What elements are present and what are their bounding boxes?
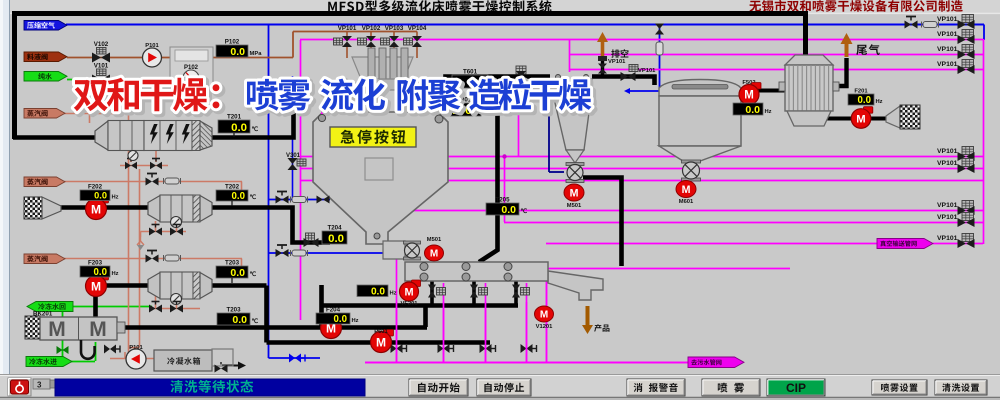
svg-text:0.0: 0.0 [94,191,107,201]
svg-text:M: M [744,90,754,102]
svg-text:M501: M501 [427,237,442,243]
svg-text:℃: ℃ [250,271,257,278]
svg-text:0.0: 0.0 [371,287,385,298]
svg-text:VP101: VP101 [937,16,958,23]
svg-text:VP101: VP101 [937,160,958,167]
svg-text:Hz: Hz [352,318,359,324]
svg-text:P301: P301 [457,97,472,104]
svg-text:0.0: 0.0 [230,46,245,58]
svg-text:Hz: Hz [390,291,397,297]
svg-text:M: M [48,318,66,341]
svg-text:VP101: VP101 [338,25,357,32]
svg-text:F203: F203 [88,260,103,267]
svg-text:0.0: 0.0 [334,314,347,325]
svg-text:P601: P601 [374,329,388,335]
svg-text:3: 3 [37,381,42,390]
svg-text:F204: F204 [326,307,341,314]
svg-text:℃: ℃ [521,208,528,215]
svg-text:M601: M601 [679,199,694,205]
svg-text:VP102: VP102 [362,25,381,32]
svg-text:0.0: 0.0 [858,95,871,106]
svg-text:0.0: 0.0 [745,104,760,116]
svg-text:0.0: 0.0 [231,122,247,134]
svg-text:T203: T203 [226,307,241,314]
svg-text:T201: T201 [227,114,242,121]
svg-text:0.0: 0.0 [232,314,247,326]
svg-text:M: M [91,279,101,293]
svg-text:VP101: VP101 [937,202,958,209]
svg-text:M: M [682,184,691,196]
svg-text:M: M [856,114,865,126]
svg-text:VP101: VP101 [937,148,958,155]
svg-text:M: M [570,187,579,199]
svg-text:T205: T205 [495,197,510,204]
svg-text:VP101: VP101 [937,214,958,221]
svg-text:0.0: 0.0 [94,267,107,278]
svg-text:V101: V101 [94,63,109,70]
svg-text:T601: T601 [463,69,478,76]
svg-text:P101: P101 [145,43,159,49]
svg-text:0.0: 0.0 [328,233,344,245]
svg-text:V102: V102 [94,41,109,48]
svg-text:VF201: VF201 [400,301,418,307]
svg-text:VP103: VP103 [385,25,404,32]
svg-text:Hz: Hz [112,195,119,201]
svg-text:℃: ℃ [252,126,259,133]
svg-text:T204: T204 [327,225,342,232]
svg-text:VP101: VP101 [638,68,656,74]
svg-text:F502: F502 [742,80,755,86]
svg-text:M501: M501 [567,203,582,209]
svg-text:T202: T202 [225,184,240,191]
svg-text:VP104: VP104 [408,25,427,32]
svg-text:P102: P102 [225,39,240,46]
svg-text:0.0: 0.0 [230,267,245,279]
svg-text:Hz: Hz [112,271,119,277]
svg-text:0.0: 0.0 [232,191,245,202]
svg-text:M: M [326,321,336,335]
svg-text:0.0: 0.0 [501,204,516,216]
svg-text:M: M [91,202,101,216]
svg-text:V1201: V1201 [536,324,554,330]
svg-text:Hz: Hz [765,109,772,115]
svg-text:VP101: VP101 [937,61,958,68]
svg-text:BK201: BK201 [33,311,53,318]
svg-text:M: M [430,249,438,260]
svg-text:VP101: VP101 [608,59,626,65]
svg-text:MPa: MPa [250,51,263,57]
svg-text:M: M [376,335,386,349]
svg-text:F201: F201 [854,89,868,95]
svg-text:V301: V301 [286,153,301,159]
svg-text:F202: F202 [88,184,103,191]
svg-text:Hz: Hz [876,99,883,105]
svg-text:VP101: VP101 [937,235,958,242]
svg-text:M: M [540,310,548,321]
svg-text:VP101: VP101 [937,46,958,53]
svg-text:P101: P101 [129,345,143,351]
svg-text:℃: ℃ [252,318,259,325]
svg-text:℃: ℃ [250,194,257,201]
svg-text:P102: P102 [184,65,199,71]
svg-text:M: M [89,318,107,341]
svg-text:CIP: CIP [786,381,806,395]
svg-text:T203: T203 [225,260,240,267]
svg-text:M: M [404,286,413,298]
svg-text:VP101: VP101 [937,31,958,38]
